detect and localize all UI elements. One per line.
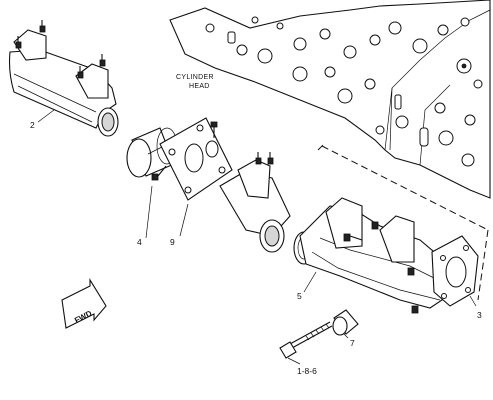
callout-part-2: 2 [30, 120, 35, 130]
callout-part-9: 9 [170, 237, 175, 247]
leader-line-5 [303, 271, 317, 293]
alignment-dashed-line [317, 142, 326, 151]
leader-line-7 [343, 333, 349, 339]
callout-part-7: 7 [350, 338, 355, 348]
alignment-dashed-line [477, 229, 489, 301]
callout-part-4: 4 [137, 237, 142, 247]
spacer-sleeve [332, 309, 359, 336]
cylinder-head-label-line2: HEAD [189, 83, 210, 90]
mounting-bolt [279, 321, 333, 359]
flange-gasket [151, 117, 233, 201]
cylinder-head-label-line1: CYLINDER [176, 74, 214, 81]
callout-part-3: 3 [477, 310, 482, 320]
forward-arrow-icon [61, 278, 107, 329]
callout-part-1-8-6: 1-8-6 [297, 366, 317, 376]
exhaust-manifold-center [219, 152, 291, 253]
exhaust-manifold-rear [299, 197, 449, 314]
alignment-dashed-line [321, 145, 489, 231]
leader-line-4 [145, 185, 153, 239]
leader-line-2 [37, 109, 55, 123]
cylinder-head [169, 0, 491, 199]
leader-line-1-8-6 [287, 357, 301, 365]
leader-line-3 [469, 295, 477, 307]
leader-line-9 [179, 203, 189, 237]
exhaust-manifold-front [8, 20, 119, 137]
outlet-gasket [431, 235, 479, 307]
callout-part-5: 5 [297, 291, 302, 301]
